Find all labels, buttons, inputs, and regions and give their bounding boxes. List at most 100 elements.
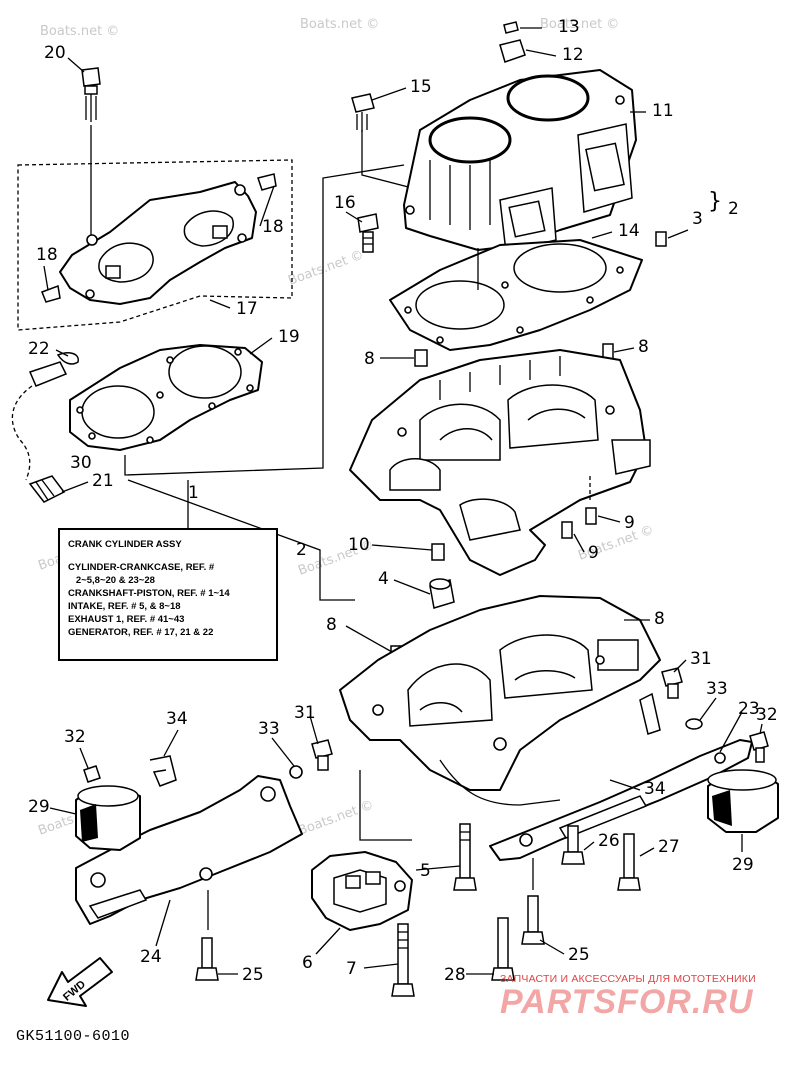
callout-16: 16 — [334, 193, 356, 213]
watermark: Boats.net © — [286, 248, 366, 289]
callout-1: 1 — [188, 483, 199, 503]
bushing-4 — [429, 578, 455, 609]
cylinder-block-11 — [403, 69, 637, 253]
callout-19: 19 — [278, 327, 300, 347]
assembly-title: CRANK CYLINDER ASSY — [68, 539, 182, 550]
cylinder-head-17 — [41, 173, 277, 305]
upper-crankcase — [349, 349, 651, 576]
watermark: Boats.net © — [300, 17, 379, 32]
callout-26: 26 — [598, 831, 620, 851]
clip-34 — [149, 755, 177, 787]
callout-30: 30 — [70, 453, 92, 473]
assembly-row: EXHAUST 1, REF. # 41~43 — [68, 614, 185, 625]
callout-18: 18 — [262, 217, 284, 237]
dowel-10 — [431, 543, 445, 561]
callout-25: 25 — [242, 965, 264, 985]
callout-13: 13 — [558, 17, 580, 37]
bolt-25 — [521, 895, 545, 945]
callout-23: 23 — [738, 699, 760, 719]
callout-3: 3 — [692, 209, 703, 229]
callout-29: 29 — [732, 855, 754, 875]
assembly-row: GENERATOR, REF. # 17, 21 & 22 — [68, 627, 214, 638]
bolt-27 — [617, 833, 641, 891]
callout-9: 9 — [624, 513, 635, 533]
callout-2: 2 — [728, 199, 739, 219]
diagram-code: GK51100-6010 — [16, 1028, 131, 1045]
bolt-5 — [453, 823, 477, 891]
forward-arrow-icon — [47, 957, 113, 1007]
engine-bracket-23 — [489, 739, 753, 861]
base-gasket-14 — [389, 239, 643, 351]
bolt-25 — [195, 937, 219, 981]
callout-33: 33 — [258, 719, 280, 739]
callout-34: 34 — [166, 709, 188, 729]
callout-4: 4 — [378, 569, 389, 589]
assembly-note-box: CRANK CYLINDER ASSY CYLINDER-CRANKCASE, … — [58, 528, 278, 661]
sensor-and-wire — [11, 352, 79, 503]
lower-crankcase — [339, 595, 661, 806]
leader — [127, 479, 355, 601]
callout-31: 31 — [690, 649, 712, 669]
bracket-3-2: } — [708, 189, 722, 214]
callout-leaders — [43, 27, 763, 975]
watermark: Boats.net © — [296, 798, 376, 839]
mount-6 — [311, 851, 413, 931]
bolt-26 — [561, 825, 585, 865]
bolt-16 — [357, 213, 379, 253]
callout-7: 7 — [346, 959, 357, 979]
callout-20: 20 — [44, 43, 66, 63]
bolt-7 — [391, 923, 415, 997]
head-group-outline — [17, 159, 293, 331]
callout-28: 28 — [444, 965, 466, 985]
callout-17: 17 — [236, 299, 258, 319]
assembly-row: CRANKSHAFT-PISTON, REF. # 1~14 — [68, 588, 230, 599]
assembly-row: CYLINDER-CRANKCASE, REF. # — [68, 562, 215, 573]
callout-8: 8 — [638, 337, 649, 357]
callout-34: 34 — [644, 779, 666, 799]
cap-12-13 — [499, 21, 526, 63]
watermark: Boats.net © — [540, 17, 619, 32]
callout-6: 6 — [302, 953, 313, 973]
callout-27: 27 — [658, 837, 680, 857]
callout-10: 10 — [348, 535, 370, 555]
callout-31: 31 — [294, 703, 316, 723]
callout-29: 29 — [28, 797, 50, 817]
callout-21: 21 — [92, 471, 114, 491]
bolt-31 — [311, 739, 333, 771]
callout-14: 14 — [618, 221, 640, 241]
bolt-20 — [81, 67, 101, 236]
brand-logo: PARTSFOR.RU — [500, 983, 754, 1021]
bolt-32 — [749, 731, 769, 763]
bolt-31 — [661, 667, 683, 699]
watermark: Boats.net © — [40, 24, 119, 39]
mount-rubber-29-right — [707, 769, 779, 833]
bolt-15 — [351, 93, 375, 132]
engine-bracket-24 — [75, 775, 303, 925]
dowel-8 — [414, 349, 428, 367]
callout-8: 8 — [364, 349, 375, 369]
dowel-9 — [561, 521, 573, 539]
callout-32: 32 — [64, 727, 86, 747]
callout-32: 32 — [756, 705, 778, 725]
callout-33: 33 — [706, 679, 728, 699]
leader-head-to-block — [124, 164, 405, 476]
brand-tagline: ЗАПЧАСТИ И АКСЕССУАРЫ ДЛЯ МОТОТЕХНИКИ — [500, 973, 756, 985]
dowel-9 — [585, 507, 597, 525]
callout-24: 24 — [140, 947, 162, 967]
callout-8: 8 — [654, 609, 665, 629]
callout-8: 8 — [326, 615, 337, 635]
callout-25: 25 — [568, 945, 590, 965]
brand-watermark: ЗАПЧАСТИ И АКСЕССУАРЫ ДЛЯ МОТОТЕХНИКИ PA… — [500, 973, 790, 1022]
callout-5: 5 — [420, 861, 431, 881]
callout-12: 12 — [562, 45, 584, 65]
mount-rubber-29-left — [75, 765, 141, 851]
assembly-row: 2~5,8~20 & 23~28 — [68, 575, 155, 586]
callout-9: 9 — [588, 543, 599, 563]
assembly-row: INTAKE, REF. # 5, & 8~18 — [68, 601, 181, 612]
washer-33 — [289, 765, 303, 779]
callout-22: 22 — [28, 339, 50, 359]
callout-2: 2 — [296, 540, 307, 560]
callout-11: 11 — [652, 101, 674, 121]
washer-33 — [685, 718, 703, 730]
callout-15: 15 — [410, 77, 432, 97]
